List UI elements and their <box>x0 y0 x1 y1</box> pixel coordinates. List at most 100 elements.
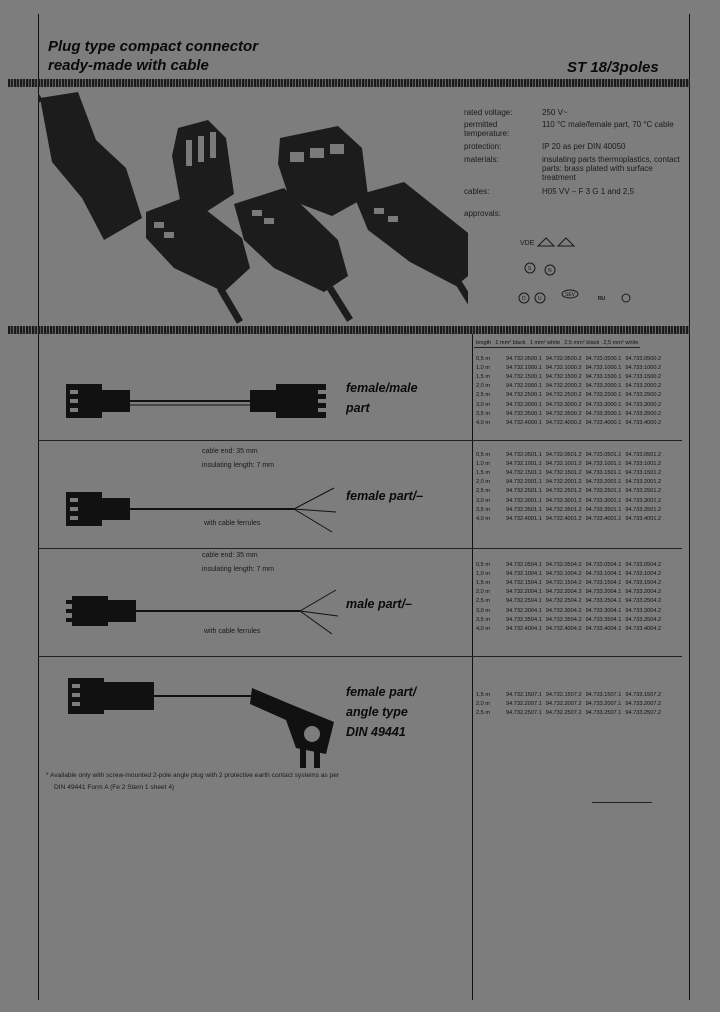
part-number-cell: 94.733.1507.1 <box>585 691 622 698</box>
part-number-cell: 94.732.3501.2 <box>545 506 582 513</box>
svg-text:U: U <box>538 296 542 302</box>
section-title-line: part <box>346 401 370 415</box>
part-number-cell: 94.732.4004.2 <box>545 625 582 632</box>
part-number-cell: 94.733.2507.2 <box>625 709 662 716</box>
part-number-cell: 94.733.3500.2 <box>625 410 662 417</box>
part-number-cell: 94.733.1001.2 <box>625 460 662 467</box>
part-number-cell: 94.732.2004.2 <box>545 589 582 596</box>
length-cell: 3,0 m <box>476 401 490 408</box>
spec-value-cables: H05 VV – F 3 G 1 and 2,5 <box>542 187 635 196</box>
part-number-cell: 94.733.2500.2 <box>625 392 662 399</box>
part-number-cell: 94.733.1000.2 <box>625 364 662 371</box>
length-cell: 2,5 m <box>476 598 490 605</box>
svg-text:N: N <box>548 268 552 274</box>
section-title-female-male: female/male part <box>346 378 418 418</box>
part-number-cell: 94.732.3004.1 <box>506 607 542 614</box>
section-title-line: female part/– <box>346 489 424 503</box>
table-header-block: length 1 mm² black 1 mm² white 2,5 mm² b… <box>474 338 641 349</box>
table-header: length 1 mm² black 1 mm² white 2,5 mm² b… <box>474 338 641 349</box>
part-number-cell: 94.732.1004.1 <box>506 570 542 577</box>
spec-value-voltage: 250 V~ <box>542 108 568 117</box>
part-number-cell: 94.732.3501.1 <box>506 506 542 513</box>
part-number-cell: 94.732.3000.1 <box>506 401 542 408</box>
section-title-line: female/male <box>346 381 418 395</box>
section-title-angle: female part/ angle type DIN 49441 <box>346 682 416 742</box>
part-number-cell: 94.732.3500.2 <box>545 410 582 417</box>
svg-text:VDE: VDE <box>520 240 535 247</box>
connector-female-drawing <box>66 487 337 533</box>
part-number-cell: 94.733.4004.1 <box>585 625 622 632</box>
spec-value-materials: insulating parts thermoplastics, contact… <box>542 155 680 182</box>
footnote-line2: DIN 49441 Form A (Fe 2 Stern 1 sheet 4) <box>54 784 175 791</box>
section-divider-3 <box>38 656 472 657</box>
part-number-cell: 94.732.1001.1 <box>506 460 542 467</box>
part-number-cell: 94.733.1000.1 <box>585 364 622 371</box>
length-cell: 3,5 m <box>476 616 490 623</box>
length-cell: 4,0 m <box>476 625 490 632</box>
cable-ferrules-note: with cable ferrules <box>204 628 261 635</box>
part-number-cell: 94.732.2507.1 <box>506 709 542 716</box>
part-number-cell: 94.732.0504.2 <box>545 561 582 568</box>
part-number-cell: 94.732.2004.1 <box>506 589 542 596</box>
part-number-cell: 94.733.2001.1 <box>585 479 622 486</box>
part-number-cell: 94.732.1501.1 <box>506 469 542 476</box>
section-title-female: female part/– <box>346 486 423 506</box>
length-cell: 2,0 m <box>476 479 490 486</box>
part-number-cell: 94.733.1507.2 <box>625 691 662 698</box>
part-number-cell: 94.732.0501.1 <box>506 451 542 458</box>
part-number-cell: 94.732.4001.2 <box>545 515 582 522</box>
length-cell: 1,5 m <box>476 469 490 476</box>
svg-text:SEV: SEV <box>565 292 576 298</box>
spec-label-cables: cables: <box>464 187 490 196</box>
section-band <box>8 326 690 334</box>
svg-text:ᴿᵁ: ᴿᵁ <box>598 295 606 304</box>
section-title-line: angle type <box>346 705 408 719</box>
part-number-cell: 94.732.4001.1 <box>506 515 542 522</box>
part-number-cell: 94.732.2007.2 <box>545 700 582 707</box>
length-cell: 2,0 m <box>476 589 490 596</box>
table-header-cell: 2,5 mm² white <box>601 338 641 349</box>
spec-label-materials: materials: <box>464 155 499 164</box>
part-number-cell: 94.732.3504.1 <box>506 616 542 623</box>
length-cell: 1,5 m <box>476 691 490 698</box>
spec-label-protection: protection: <box>464 142 502 151</box>
part-number-cell: 94.733.0500.2 <box>625 355 662 362</box>
cable-end-note: cable end: 35 mm <box>202 448 258 455</box>
part-number-cell: 94.733.4000.2 <box>625 419 662 426</box>
part-number-cell: 94.733.4000.1 <box>585 419 622 426</box>
spec-label-voltage: rated voltage: <box>464 108 513 117</box>
part-number-cell: 94.733.2500.1 <box>585 392 622 399</box>
svg-text:S: S <box>528 266 532 272</box>
part-number-cell: 94.732.0501.2 <box>545 451 582 458</box>
part-number-cell: 94.732.4000.1 <box>506 419 542 426</box>
table-end-mark <box>592 802 652 803</box>
length-cell: 3,5 m <box>476 506 490 513</box>
part-number-cell: 94.732.1500.1 <box>506 373 542 380</box>
length-cell: 4,0 m <box>476 419 490 426</box>
product-photo <box>38 92 468 324</box>
part-number-cell: 94.732.3004.2 <box>545 607 582 614</box>
part-number-cell: 94.732.3504.2 <box>545 616 582 623</box>
section-divider-2 <box>38 548 472 549</box>
part-number-cell: 94.733.2007.1 <box>585 700 622 707</box>
cable-end-note: cable end: 35 mm <box>202 552 258 559</box>
length-cell: 3,5 m <box>476 410 490 417</box>
footnote-line1: * Available only with screw-mounted 2-po… <box>46 772 340 779</box>
